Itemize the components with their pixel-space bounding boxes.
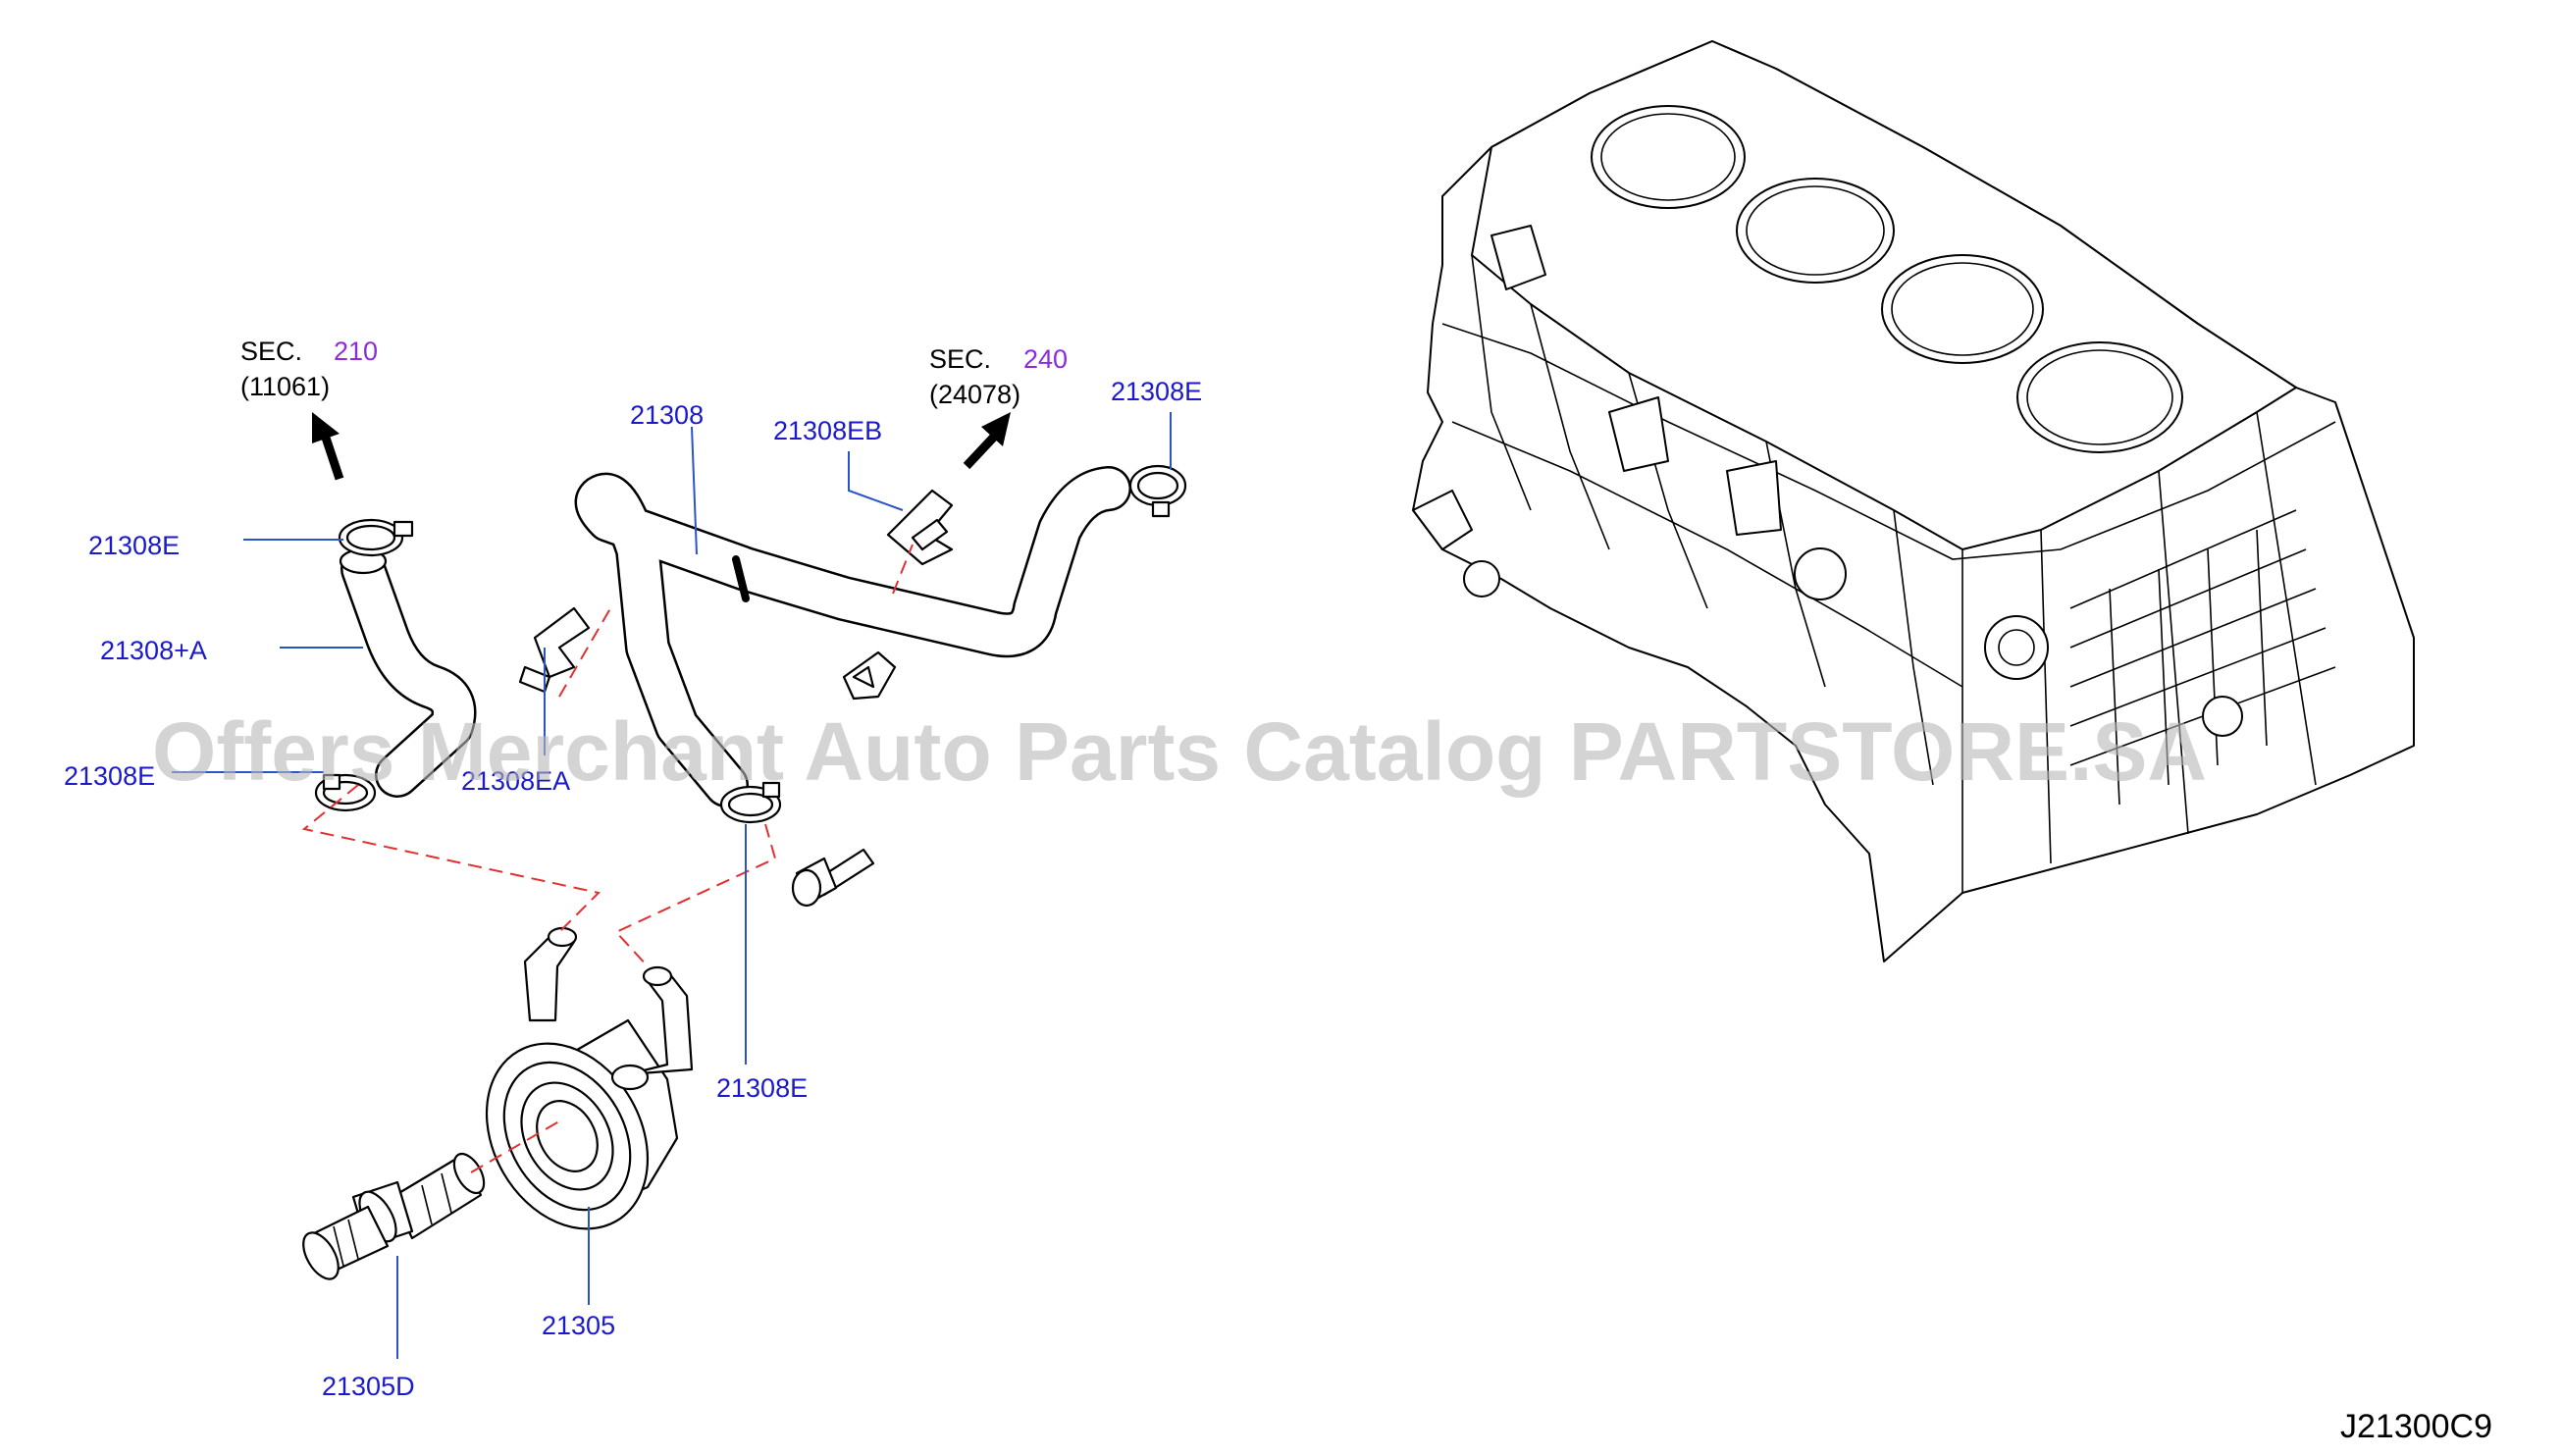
watermark-text: Offers Merchant Auto Parts Catalog PARTS… bbox=[152, 705, 2207, 798]
clip-21308ea bbox=[518, 606, 591, 694]
section-ref-210: SEC. 210 (11061) bbox=[240, 337, 378, 401]
hose-21308-main bbox=[574, 466, 1131, 807]
sec-240-number: 240 bbox=[1023, 344, 1068, 374]
hose-clamp-upper-left bbox=[338, 518, 414, 557]
label-hose-clamp-upper-left[interactable]: 21308E bbox=[88, 531, 180, 560]
oil-cooler bbox=[485, 926, 694, 1230]
clip-21308eb bbox=[886, 489, 954, 566]
sec-210-prefix: SEC. bbox=[240, 337, 302, 366]
arrow-icon-sec240 bbox=[963, 412, 1011, 470]
leader-lines bbox=[172, 412, 1172, 1359]
label-clip-eb[interactable]: 21308EB bbox=[773, 416, 882, 445]
dashed-links bbox=[301, 544, 914, 1173]
clip-small-middle bbox=[842, 650, 897, 701]
mounting-bolt bbox=[791, 848, 875, 908]
hose-clamp-lower-mid bbox=[719, 781, 782, 824]
label-oil-cooler[interactable]: 21305 bbox=[542, 1311, 615, 1340]
label-hose-clamp-lower-mid[interactable]: 21308E bbox=[716, 1073, 808, 1103]
diagram-id: J21300C9 bbox=[2340, 1408, 2492, 1445]
label-connector-bolt[interactable]: 21305D bbox=[322, 1372, 415, 1401]
connector-bolt-21305d bbox=[302, 1152, 486, 1280]
sec-210-code: (11061) bbox=[240, 372, 330, 401]
arrow-icon-sec210 bbox=[312, 412, 344, 481]
hose-clamp-right bbox=[1128, 464, 1187, 518]
label-hose-a[interactable]: 21308+A bbox=[100, 636, 207, 665]
sec-210-number: 210 bbox=[334, 337, 378, 366]
section-ref-240: SEC. 240 (24078) bbox=[929, 344, 1068, 409]
sec-240-code: (24078) bbox=[929, 380, 1020, 409]
label-hose-clamp-right[interactable]: 21308E bbox=[1111, 377, 1202, 406]
engine-block-illustration bbox=[1412, 40, 2415, 962]
sec-240-prefix: SEC. bbox=[929, 344, 991, 374]
label-hose-main[interactable]: 21308 bbox=[630, 400, 704, 430]
label-hose-clamp-lower-left[interactable]: 21308E bbox=[64, 761, 155, 791]
label-clip-ea[interactable]: 21308EA bbox=[461, 766, 570, 796]
